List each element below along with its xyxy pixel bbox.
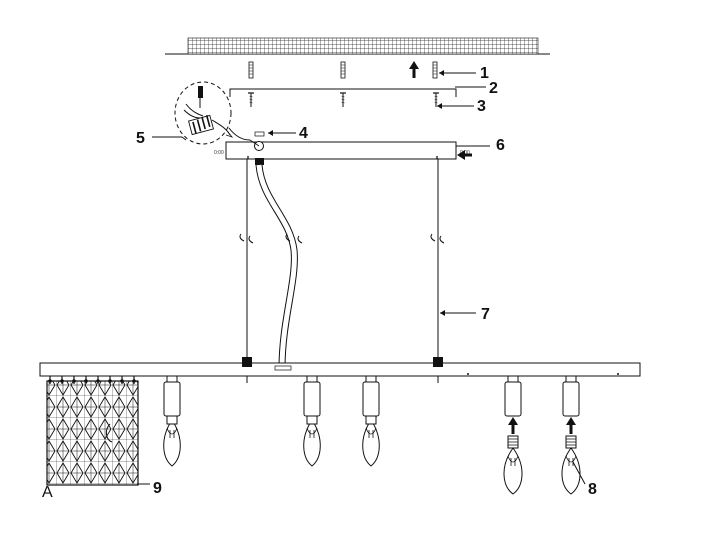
up-arrow-icon (409, 61, 419, 78)
callout-1: 1 (480, 65, 489, 82)
callout-4: 4 (299, 125, 308, 142)
main-bar (39, 357, 641, 383)
power-cable (255, 158, 303, 369)
screws (248, 92, 439, 107)
canopy: 0:00 0:00 (214, 141, 470, 160)
callout-8: 8 (588, 481, 597, 498)
crystal-panel (46, 376, 139, 486)
callout-9: 9 (153, 480, 162, 497)
wiring-detail (174, 81, 234, 145)
mounting-bracket (229, 88, 457, 97)
callout-5: 5 (136, 130, 145, 147)
up-arrow-icon (566, 417, 576, 434)
callout-6: 6 (496, 137, 505, 154)
suspension-wires (239, 159, 445, 360)
canopy-mark-left: 0:00 (214, 150, 224, 156)
lamp-screw-in-2 (561, 375, 581, 495)
wall-plugs (248, 61, 438, 79)
wall-plug-icon (340, 61, 346, 79)
screw-icon (340, 92, 346, 107)
lamp-installed-2 (303, 375, 321, 467)
detail-letter-a: A (42, 484, 53, 501)
lamp-installed-3 (362, 375, 380, 467)
callout-7: 7 (481, 306, 490, 323)
callout-2: 2 (489, 80, 498, 97)
screw-icon (433, 92, 439, 107)
lamp-installed-1 (163, 375, 181, 467)
ceiling (165, 37, 550, 55)
leader-arrowheads (268, 70, 445, 316)
screw-icon (248, 92, 254, 107)
wall-plug-icon (432, 61, 438, 79)
callout-3: 3 (477, 98, 486, 115)
left-arrow-icon (457, 150, 472, 160)
lamp-screw-in-1 (503, 375, 523, 495)
wall-plug-icon (248, 61, 254, 79)
leader-lines (137, 72, 586, 485)
terminal-block-icon (188, 114, 214, 136)
ground-connector (228, 127, 265, 151)
up-arrow-icon (508, 417, 518, 434)
